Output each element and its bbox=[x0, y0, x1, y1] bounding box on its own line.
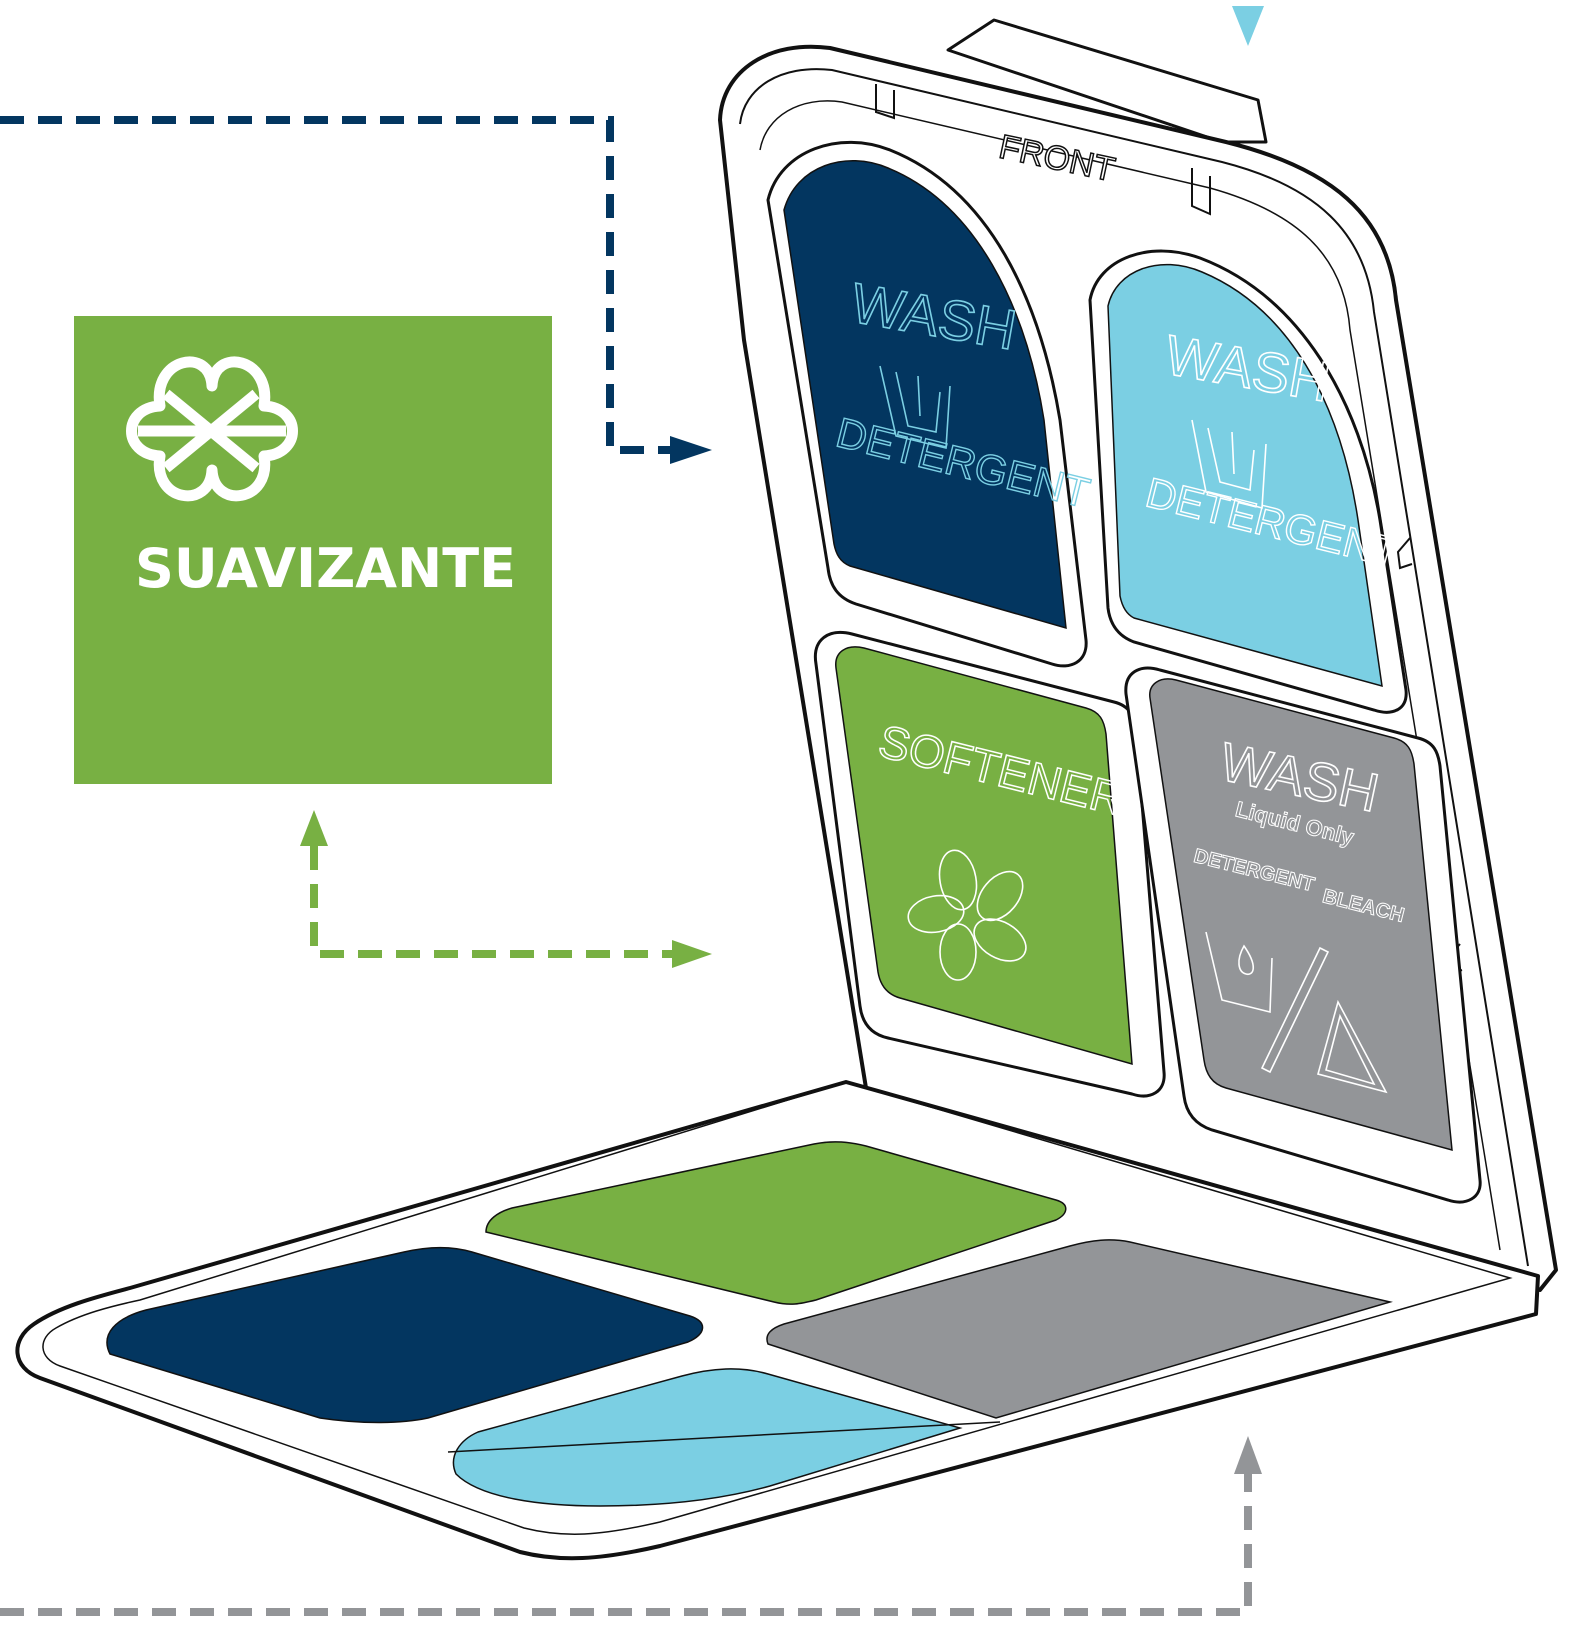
gray-leader-arrow bbox=[0, 1436, 1262, 1616]
triangle-icon bbox=[1317, 999, 1388, 1094]
lightblue-leader-arrow bbox=[1232, 6, 1264, 46]
flower-icon bbox=[126, 356, 298, 502]
green-leader-arrow bbox=[300, 810, 712, 968]
compartment-main-detergent: WASH DETERGENT bbox=[766, 140, 1095, 668]
compartment-pre-detergent: WASH DETERGENT bbox=[1088, 249, 1408, 714]
base-well-softener bbox=[485, 1141, 1067, 1305]
compartment-softener: SOFTENER bbox=[813, 631, 1166, 1098]
dispenser-base-tray bbox=[15, 1080, 1540, 1561]
drop-cup-icon bbox=[1205, 931, 1273, 1014]
navy-leader-arrow bbox=[0, 116, 712, 464]
base-well-main-detergent bbox=[106, 1246, 704, 1424]
flower-icon bbox=[907, 849, 1027, 981]
slash-icon bbox=[1260, 946, 1330, 1074]
softener-callout-badge: SUAVIZANTE bbox=[74, 316, 552, 784]
compartment-liquid-bleach: WASH Liquid Only DETERGENT BLEACH bbox=[1124, 666, 1482, 1204]
cup-icon bbox=[1191, 419, 1267, 510]
cup-icon bbox=[879, 365, 951, 449]
base-well-liquid-bleach bbox=[766, 1239, 1393, 1419]
callout-label: SUAVIZANTE bbox=[135, 537, 516, 600]
